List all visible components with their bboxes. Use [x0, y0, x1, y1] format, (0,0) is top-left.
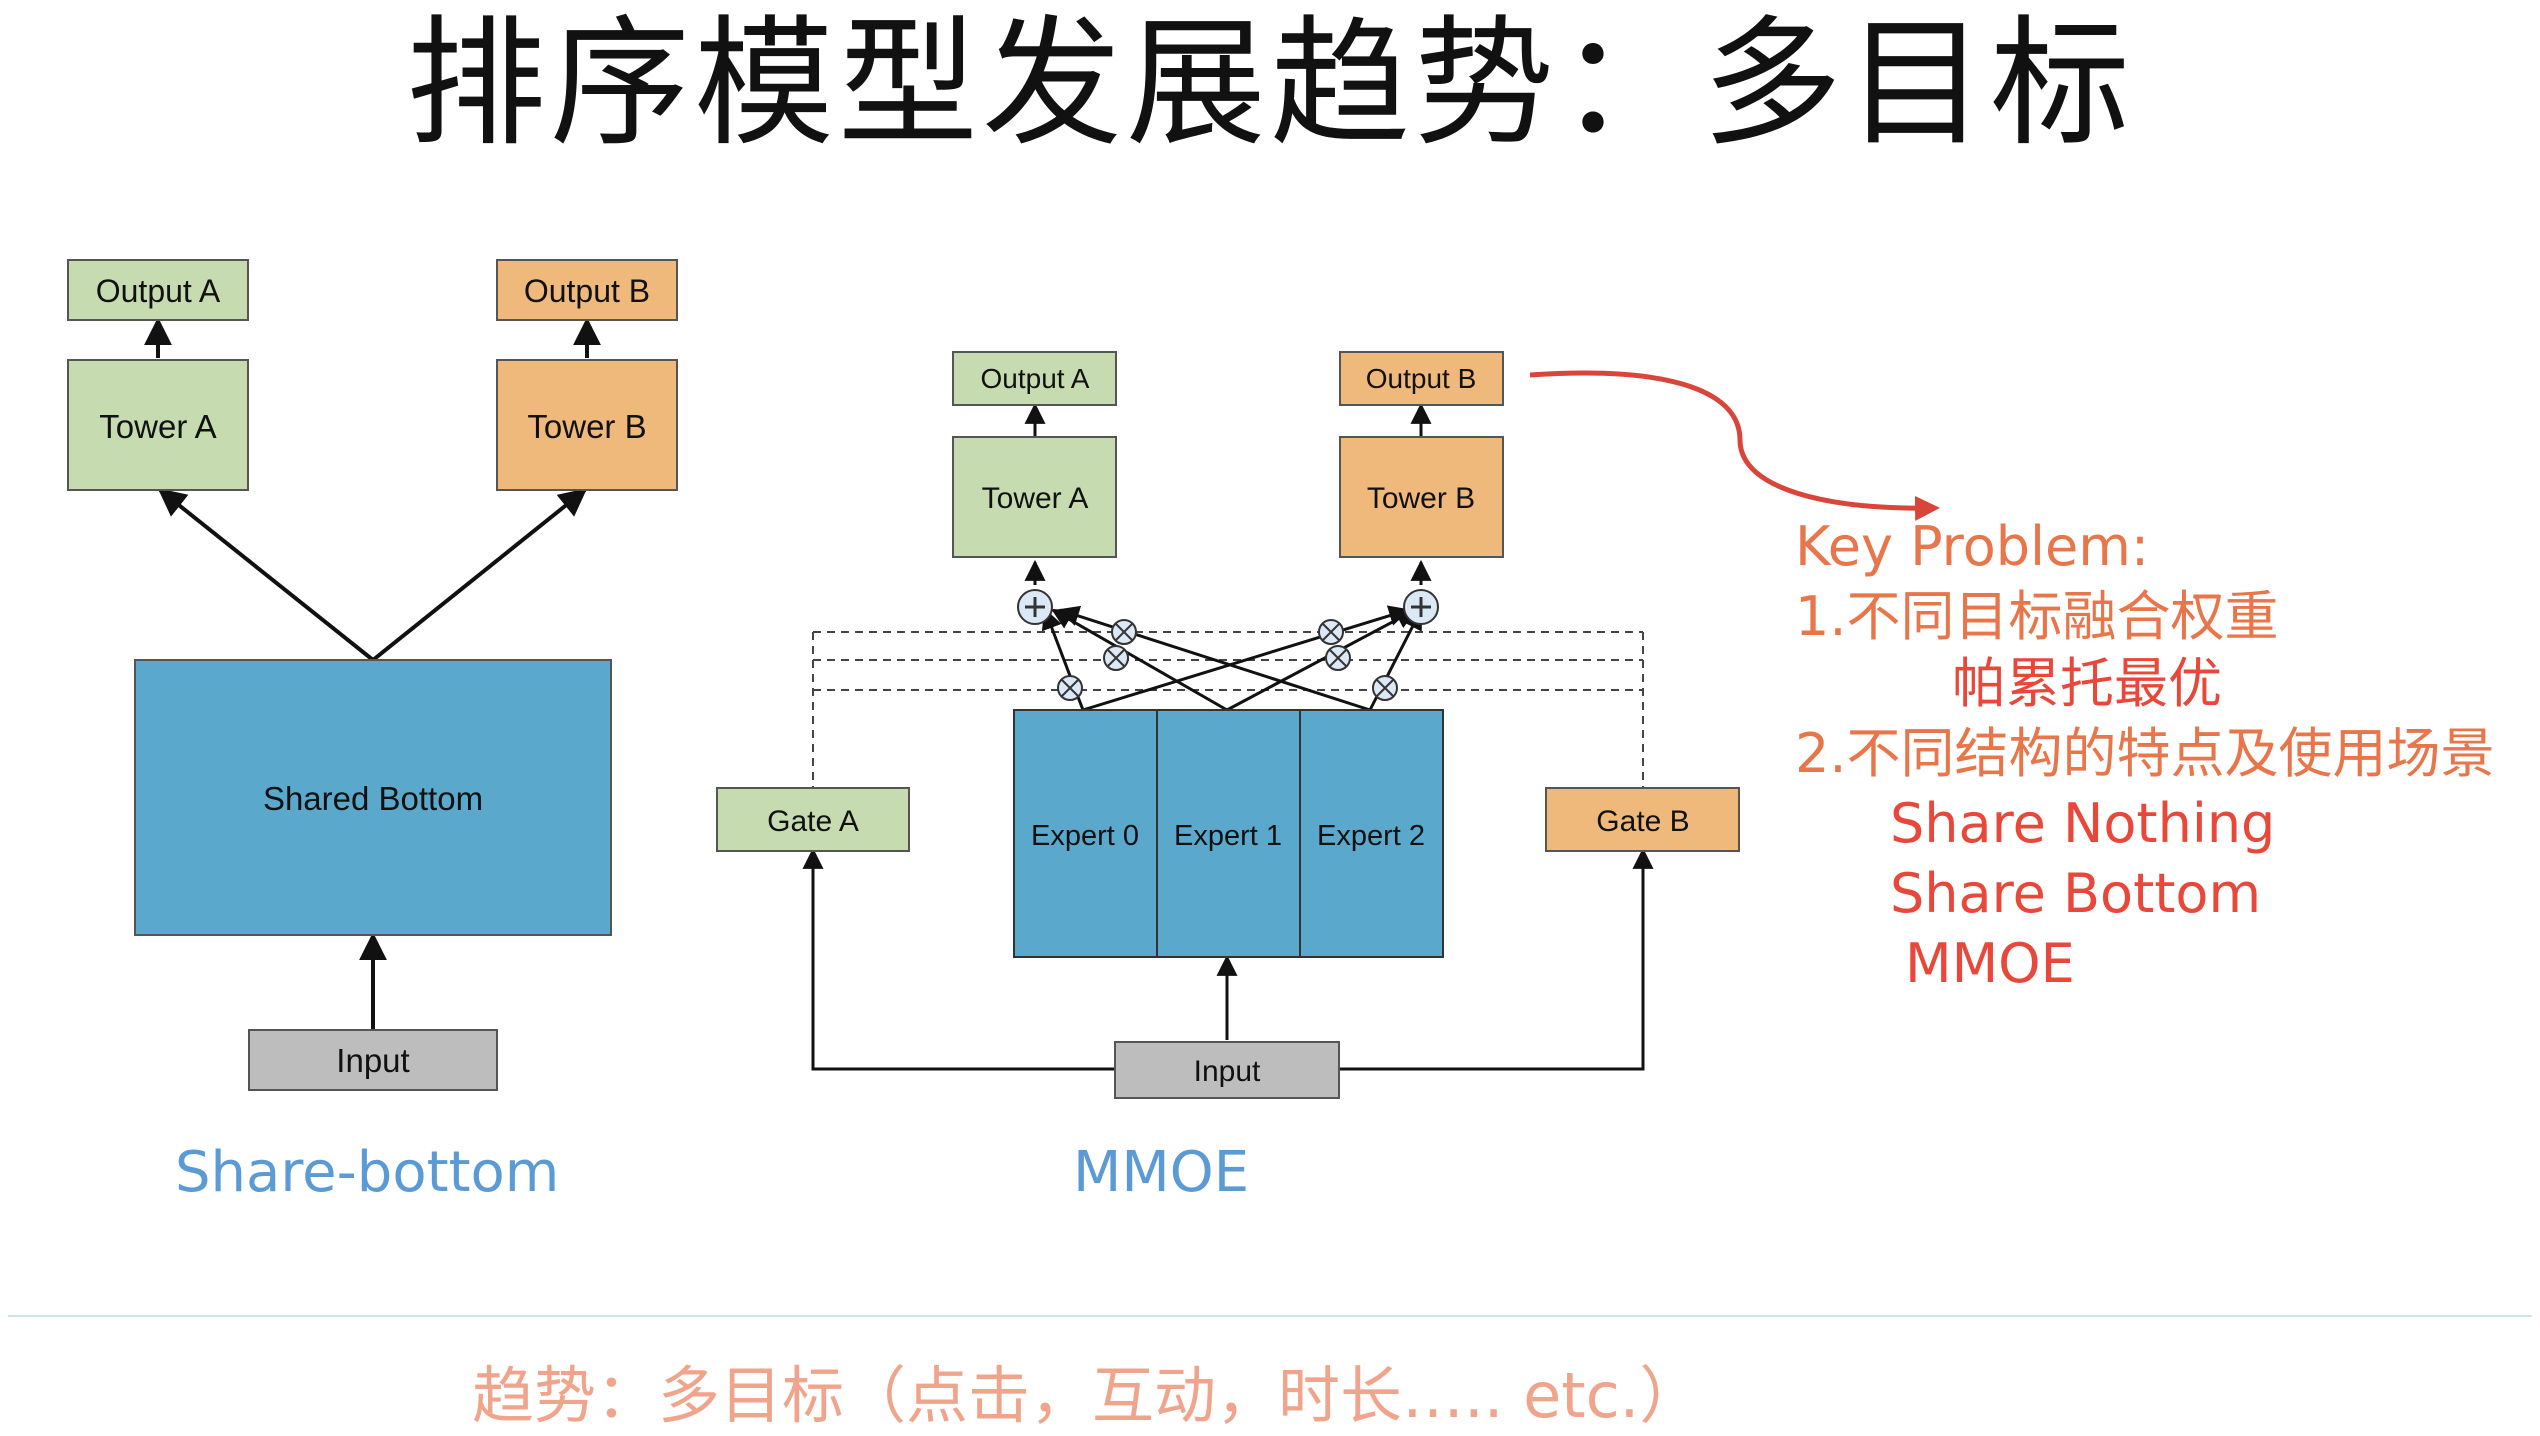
sb-tower-a-label: Tower A	[99, 408, 216, 445]
sb-input-label: Input	[336, 1042, 409, 1079]
annotation-arrow	[1529, 370, 1940, 521]
slide-title: 排序模型发展趋势：多目标	[405, 3, 2134, 166]
arrow-shared-to-tower-a	[157, 488, 375, 662]
mmoe-caption: MMOE	[1073, 1140, 1250, 1205]
sb-input-box: Input	[248, 1029, 498, 1091]
key-problem-item-1: 1.不同目标融合权重	[1795, 585, 2279, 648]
mmoe-output-a-box: Output A	[952, 351, 1117, 406]
sum-node-b	[1403, 589, 1439, 625]
sum-node-a	[1017, 589, 1053, 625]
expert-1-label: Expert 1	[1174, 820, 1282, 852]
share-bottom-caption: Share-bottom	[175, 1140, 560, 1205]
mmoe-gate-a-label: Gate A	[767, 805, 859, 838]
mmoe-tower-a-label: Tower A	[982, 482, 1089, 515]
key-problem-item-2: 2.不同结构的特点及使用场景	[1795, 722, 2495, 785]
mmoe-output-b-box: Output B	[1339, 351, 1504, 406]
mmoe-tower-b-label: Tower B	[1367, 482, 1475, 515]
footer-divider	[8, 1315, 2532, 1317]
key-problem-item-1-sub: 帕累托最优	[1952, 652, 2222, 715]
key-problem-share-nothing: Share Nothing	[1890, 792, 2276, 855]
mmoe-output-b-label: Output B	[1366, 363, 1477, 394]
trend-note: 趋势：多目标（点击，互动，时长….. etc.）	[472, 1359, 1702, 1432]
input-to-gate-a-line	[802, 847, 1115, 1071]
sb-tower-a-box: Tower A	[67, 359, 249, 491]
mmoe-tower-a-box: Tower A	[952, 436, 1117, 558]
mmoe-gate-a-box: Gate A	[716, 787, 910, 852]
input-to-gate-b-line	[1339, 847, 1654, 1071]
mmoe-input-label: Input	[1194, 1055, 1261, 1088]
sb-output-a-label: Output A	[96, 273, 221, 309]
sb-tower-b-box: Tower B	[496, 359, 678, 491]
arrow-shared-to-tower-b	[371, 488, 588, 662]
expert-2-label: Expert 2	[1317, 820, 1425, 852]
sb-shared-bottom-label: Shared Bottom	[263, 780, 483, 817]
mmoe-gate-b-box: Gate B	[1545, 787, 1740, 852]
sb-output-a-box: Output A	[67, 259, 249, 321]
mmoe-tower-b-box: Tower B	[1339, 436, 1504, 558]
sb-output-b-label: Output B	[524, 273, 650, 309]
expert-0-label: Expert 0	[1031, 820, 1139, 852]
key-problem-share-bottom: Share Bottom	[1890, 862, 2262, 925]
share-bottom-diagram: Output A Output B Tower A Tower B Shared…	[67, 259, 678, 1091]
gate-dashed-lines	[812, 631, 1644, 788]
mmoe-experts-group: Expert 0 Expert 1 Expert 2	[1013, 709, 1444, 958]
mmoe-input-box: Input	[1114, 1041, 1340, 1099]
sb-tower-b-label: Tower B	[527, 408, 646, 445]
sb-shared-bottom-box: Shared Bottom	[134, 659, 612, 936]
sb-output-b-box: Output B	[496, 259, 678, 321]
key-problem-mmoe: MMOE	[1905, 932, 2075, 995]
expert-to-tower-lines	[1024, 559, 1432, 712]
mmoe-diagram: Output A Output B Tower A Tower B Gate A…	[716, 351, 1740, 1099]
mmoe-output-a-label: Output A	[981, 363, 1090, 394]
mmoe-gate-b-label: Gate B	[1596, 805, 1689, 838]
key-problem-heading: Key Problem:	[1795, 515, 2150, 578]
